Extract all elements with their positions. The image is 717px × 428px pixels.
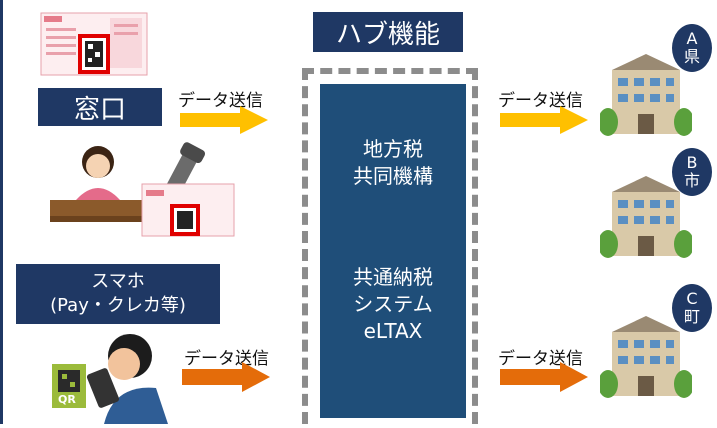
smartphone-user-illustration: [44, 330, 174, 424]
smartphone-label-line2: (Pay・クレカ等): [50, 295, 186, 316]
hub-title: ハブ機能: [313, 12, 463, 52]
smartphone-send-label: データ送信: [184, 349, 269, 369]
authority-kanji-c: 町: [683, 307, 700, 326]
authority-kanji-a: 県: [683, 47, 700, 66]
hub-core-org: 地方税 共同機構: [320, 136, 466, 190]
hub-core-line3: 共通納税: [353, 265, 433, 289]
counter-label: 窓口: [38, 88, 162, 126]
left-edge-bar: [0, 0, 3, 424]
smartphone-label: スマホ (Pay・クレカ等): [16, 264, 220, 324]
town-send-arrow: [500, 362, 590, 392]
prefecture-send-arrow: [500, 106, 590, 134]
qr-badge-text: QR: [58, 393, 76, 406]
authority-badge-a: A 県: [672, 24, 712, 72]
authority-kanji-b: 市: [683, 171, 700, 190]
hub-title-text: ハブ機能: [335, 19, 440, 50]
hub-core-line2: 共同機構: [353, 164, 433, 188]
smartphone-send-arrow: [182, 362, 272, 392]
authority-badge-c: C 町: [672, 284, 712, 332]
hub-core-box: 地方税 共同機構 共通納税 システム eLTAX: [320, 84, 466, 418]
hub-dashed-frame: [302, 68, 478, 424]
counter-send-arrow: [180, 106, 270, 134]
authority-letter-c: C: [686, 289, 698, 308]
smartphone-label-line1: スマホ: [91, 271, 145, 292]
authority-letter-a: A: [686, 29, 698, 48]
counter-label-text: 窓口: [73, 94, 126, 125]
building-town-icon: [598, 312, 694, 400]
building-city-icon: [598, 172, 694, 260]
authority-badge-b: B 市: [672, 148, 712, 196]
building-prefecture-icon: [598, 50, 694, 138]
counter-send-label: データ送信: [178, 91, 263, 111]
hub-core-line4: システム: [353, 292, 433, 316]
prefecture-send-label: データ送信: [498, 91, 583, 111]
authority-letter-b: B: [686, 153, 698, 172]
hub-core-line1: 地方税: [363, 137, 423, 161]
hub-core-system: 共通納税 システム eLTAX: [320, 264, 466, 345]
hub-core-line5: eLTAX: [363, 319, 423, 343]
tax-slip-illustration: [40, 12, 148, 76]
counter-clerk-illustration: [50, 140, 250, 240]
